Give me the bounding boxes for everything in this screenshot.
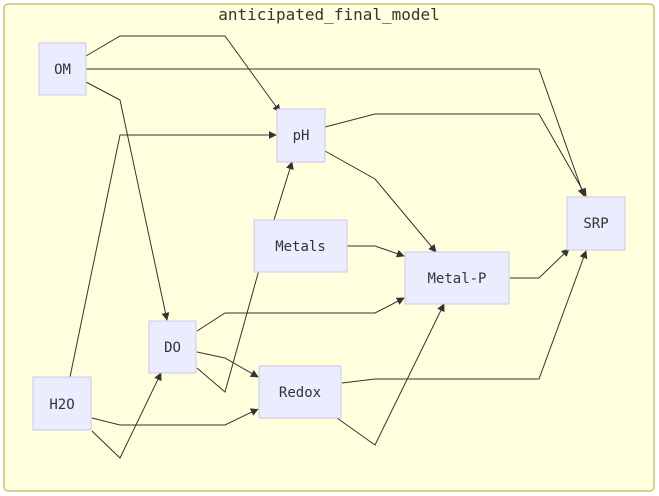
node-h2o-label: H2O <box>49 397 74 413</box>
node-ph[interactable]: pH <box>276 108 326 163</box>
edge-h2o-do <box>91 372 162 459</box>
edge-do-redox <box>196 351 259 378</box>
edge-ph-metalp <box>324 150 437 253</box>
edge-do-metalp <box>196 297 405 332</box>
node-metal-p[interactable]: Metal-P <box>404 251 510 305</box>
node-do-box <box>148 320 197 374</box>
edges <box>69 35 588 459</box>
node-redox-box <box>258 365 342 419</box>
node-metals-label: Metals <box>275 239 326 255</box>
edge-redox-metalp <box>336 303 445 446</box>
node-redox[interactable]: Redox <box>258 365 342 419</box>
edge-om-ph <box>85 35 281 113</box>
node-om[interactable]: OM <box>38 42 87 96</box>
edge-ph-srp <box>324 113 587 197</box>
node-om-label: OM <box>54 62 71 78</box>
edge-om-do <box>85 81 170 321</box>
edge-h2o-redox <box>91 408 259 426</box>
node-h2o-box <box>32 376 92 431</box>
node-srp-box <box>566 196 626 251</box>
cluster-title: anticipated_final_model <box>218 5 440 24</box>
node-redox-label: Redox <box>279 385 321 401</box>
node-do-label: DO <box>164 340 181 356</box>
node-metals-box <box>253 219 348 273</box>
node-ph-label: pH <box>293 128 310 144</box>
node-metal-p-label: Metal-P <box>427 271 486 287</box>
edge-h2o-ph <box>69 131 277 378</box>
node-h2o[interactable]: H2O <box>32 376 92 431</box>
node-srp[interactable]: SRP <box>566 196 626 251</box>
node-om-box <box>38 42 87 96</box>
edge-metals-ph <box>273 161 294 221</box>
node-metals[interactable]: Metals <box>253 219 348 273</box>
edge-metals-metalp <box>347 245 405 258</box>
node-do[interactable]: DO <box>148 320 197 374</box>
node-ph-box <box>276 108 326 163</box>
node-metal-p-box <box>404 251 510 305</box>
edge-do-metals-link <box>196 269 260 393</box>
edge-om-srp <box>86 68 586 197</box>
node-srp-label: SRP <box>583 216 608 232</box>
edge-metalp-srp <box>510 248 570 279</box>
edge-redox-srp <box>341 250 588 384</box>
